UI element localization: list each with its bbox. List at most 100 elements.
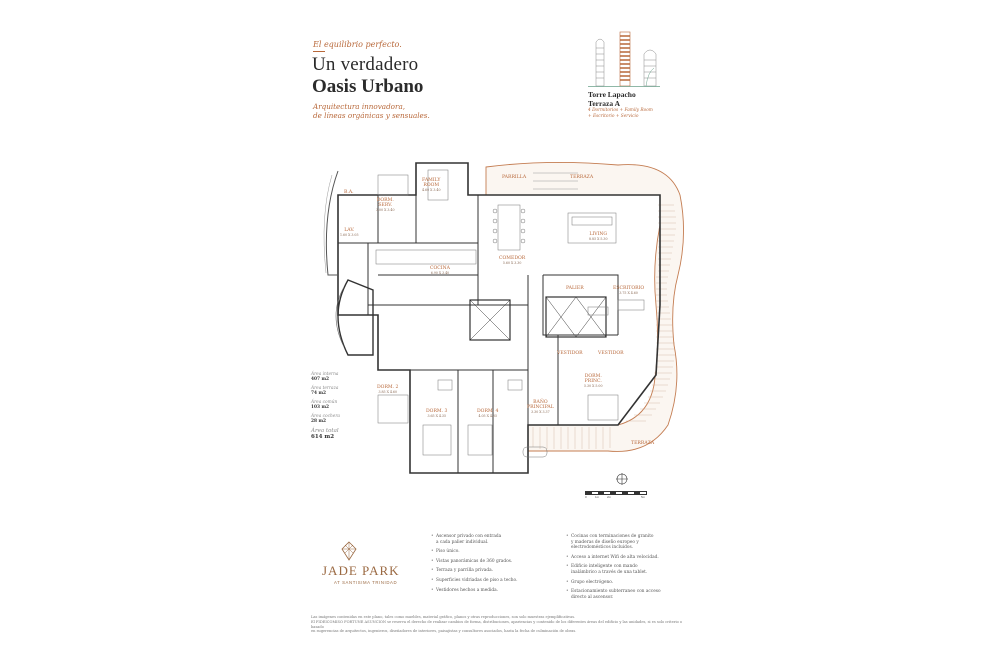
tower-desc-line-2: + Escritorio + Servicio (588, 114, 639, 119)
feature-text: Piso único. (436, 549, 460, 555)
room-terraza-side: TERRAZA (631, 441, 655, 446)
room-cocina-dims: 6.90 X 3.40 (430, 271, 450, 276)
feature-item: Vestidores hechos a medida. (431, 588, 561, 594)
room-dorm-princ-label-1: DORM. (584, 374, 602, 379)
tower-right-icon (643, 49, 657, 87)
feature-item: Vistas panorámicas de 360 grados. (431, 559, 561, 565)
feature-text: directo al ascensor. (571, 594, 614, 600)
room-bano-label-2: PRINCIPAL (527, 405, 554, 411)
round-stair (337, 279, 374, 356)
feature-text: a cada palier individual. (436, 539, 489, 545)
legal-line-1: Las imágenes contenidas en este plano, t… (311, 615, 576, 619)
room-bano-dims: 3.30 X 3.37 (531, 410, 550, 415)
area-terraza-label: Área terraza (311, 386, 339, 391)
room-escritorio: ESCRITORIO 3.75 X 4.60 (613, 286, 644, 296)
feature-text: Edificio inteligente con mando (571, 564, 638, 570)
tower-name-line-1: Torre Lapacho (588, 90, 636, 99)
area-comun-value: 103 m2 (311, 405, 330, 410)
furniture (375, 169, 645, 458)
feature-item: Superficies vidriadas de piso a techo. (431, 578, 561, 584)
north-arrow-icon (616, 473, 628, 485)
legal-line-2: El FIDEICOMISO FORTUNE ASUNCION se reser… (311, 619, 683, 629)
area-comun-label: Área común (311, 400, 338, 405)
area-cochera-value: 28 m2 (311, 419, 327, 424)
feature-item: Estacionamiento subterraneo con accesodi… (566, 589, 696, 600)
room-cocina-label: COCINA (430, 266, 450, 271)
jade-park-logo-icon (341, 541, 357, 561)
room-escritorio-label: ESCRITORIO (613, 286, 645, 291)
feature-item: Grupo electrógeno. (566, 580, 696, 586)
room-dorm-3-dims: 3.65 X 4.35 (427, 414, 446, 419)
tower-description: 4 Dormitorios + Family Room + Escritorio… (588, 108, 653, 120)
room-escritorio-dims: 3.75 X 4.60 (619, 291, 638, 296)
tower-name-line-2: Terraza A (588, 99, 621, 108)
terrace-deck (532, 204, 676, 449)
room-dorm-2-dims: 3.85 X 4.60 (378, 390, 397, 395)
room-dorm-3: DORM. 3 3.65 X 4.35 (426, 409, 447, 419)
towers-icon (588, 31, 660, 87)
area-total-value: 614 m2 (311, 434, 335, 440)
feature-text: Vistas panorámicas de 360 grados. (436, 558, 513, 564)
feature-text: Terraza y parrilla privada. (436, 568, 494, 574)
room-bano-label-1: BAÑO (533, 400, 548, 405)
feature-text: electrodomésticos incluidos. (571, 545, 634, 551)
room-dorm-serv-dims: 3.00 X 3.40 (376, 208, 395, 213)
area-interna-label: Área interna (311, 372, 339, 377)
feature-text: Acceso a internet Wifi de alta velocidad… (571, 554, 659, 560)
feature-text: y maderas de diseño europeo y (571, 539, 639, 545)
room-terraza-top: TERRAZA (570, 175, 594, 180)
room-vestidor-2: VESTIDOR (598, 351, 624, 356)
room-dorm-serv: DORM. SERV. 3.00 X 3.40 (376, 198, 395, 214)
feature-text: Grupo electrógeno. (571, 579, 614, 585)
terrace-outline (485, 161, 684, 452)
logo-subtitle: AT SANTISIMA TRINIDAD (334, 580, 398, 585)
feature-text: Ascensor privado con entrada (436, 534, 502, 539)
exterior-wall (337, 162, 661, 474)
tower-desc-line-1: 4 Dormitorios + Family Room (588, 108, 653, 113)
subtitle-line-2: de líneas orgánicas y sensuales. (313, 111, 430, 120)
legal-disclaimer: Las imágenes contenidas en este plano, t… (311, 615, 696, 634)
room-family-dims: 4.60 X 3.40 (422, 188, 441, 193)
room-living: LIVING 8.85 X 5.30 (589, 232, 608, 242)
floor-plan (323, 161, 684, 485)
room-dorm-princ-dims: 5.30 X 5.00 (584, 384, 603, 389)
feature-text: inalámbrico a través de una tablet. (571, 569, 648, 575)
scale-tick: 5m (641, 495, 646, 499)
feature-item: Edificio inteligente con mandoinalámbric… (566, 564, 696, 575)
feature-text: Superficies vidriadas de piso a techo. (436, 577, 518, 583)
tower-lapacho-icon (619, 31, 631, 87)
room-dorm-serv-label-2: SERV. (378, 203, 393, 209)
room-dorm-princ-label-2: PRINC. (584, 379, 602, 385)
title-rule (313, 51, 325, 52)
room-bano-principal: BAÑO PRINCIPAL 3.30 X 3.37 (527, 400, 554, 416)
subtitle: Arquitectura innovadora, de líneas orgán… (313, 102, 430, 120)
tagline: El equilibrio perfecto. (313, 40, 402, 49)
room-dorm-3-label: DORM. 3 (426, 409, 448, 414)
area-interna-value: 407 m2 (311, 377, 330, 382)
areas-list: Área interna 407 m2 Área terraza 74 m2 Á… (311, 372, 340, 444)
scale-tick: 0 (585, 495, 587, 499)
title-line-2: Oasis Urbano (312, 76, 424, 97)
room-parrilla: PARRILLA (502, 175, 527, 180)
feature-item: Piso único. (431, 549, 561, 555)
room-ba: B.A. (344, 190, 354, 195)
room-palier: PALIER (566, 286, 584, 291)
room-lav-label: LAV. (344, 228, 355, 233)
feature-item: Terraza y parrilla privada. (431, 568, 561, 574)
room-dorm-4: DORM. 4 4.05 X 4.35 (477, 409, 498, 419)
elevator-core (469, 296, 607, 341)
tower-left-icon (595, 38, 605, 87)
room-cocina: COCINA 6.90 X 3.40 (430, 266, 450, 276)
tower-name: Torre Lapacho Terraza A (588, 90, 636, 108)
subtitle-line-1: Arquitectura innovadora, (313, 102, 406, 111)
scale-tick: 2m (607, 495, 612, 499)
room-living-dims: 8.85 X 5.30 (589, 237, 608, 242)
scale-tick: 1m (595, 495, 600, 499)
room-dorm-4-dims: 4.05 X 4.35 (478, 414, 497, 419)
room-living-label: LIVING (589, 232, 608, 237)
area-terraza-value: 74 m2 (311, 391, 327, 396)
